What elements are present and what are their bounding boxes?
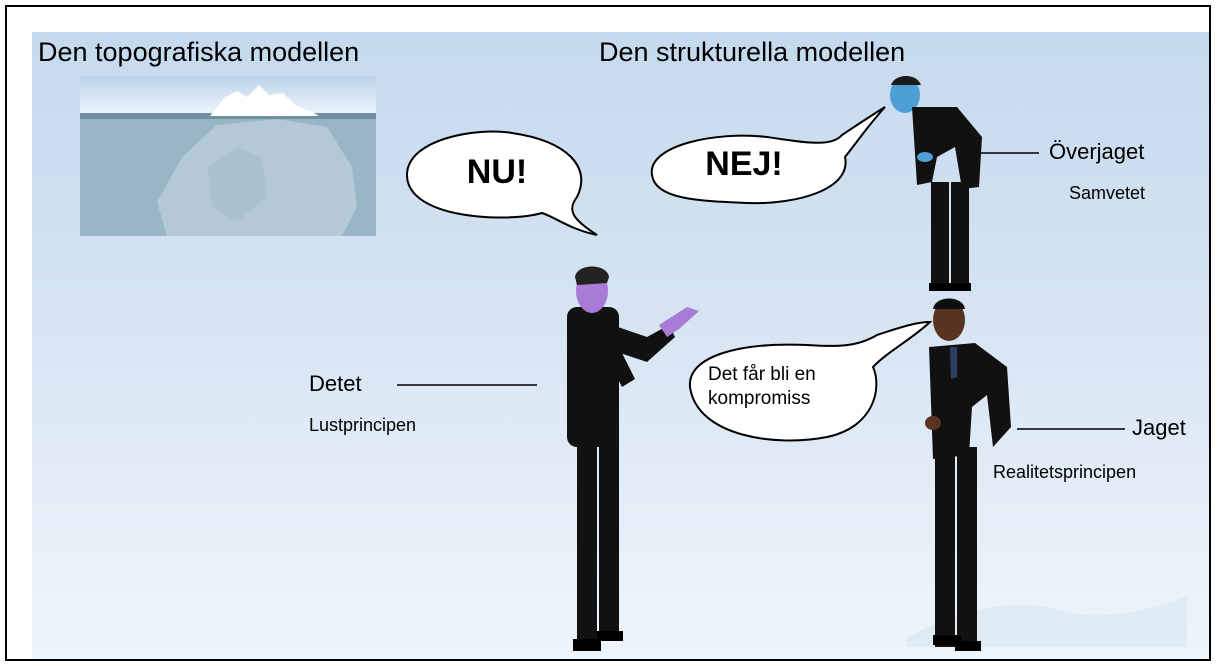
iceberg-image [80, 76, 376, 236]
speech-bubble-ego [688, 320, 933, 442]
superego-figure [890, 76, 982, 291]
id-speech-text: NU! [466, 153, 528, 191]
speech-bubble-id [405, 130, 598, 236]
superego-label: Överjaget [1049, 139, 1145, 164]
ego-label: Jaget [1132, 415, 1186, 440]
id-label: Detet [309, 371, 362, 396]
ego-figure [925, 298, 1011, 651]
speech-bubble-superego [650, 106, 886, 205]
illustration-layer [80, 76, 1187, 651]
ego-speech-line-1: Det får bli en [708, 364, 816, 385]
structural-model-title: Den strukturella modellen [599, 37, 906, 67]
ego-speech-line-2: kompromiss [708, 388, 811, 409]
id-figure [567, 266, 699, 651]
topographic-model-title: Den topografiska modellen [38, 37, 360, 67]
id-principle-label: Lustprincipen [309, 415, 417, 435]
superego-principle-label: Samvetet [1069, 183, 1146, 203]
ego-principle-label: Realitetsprincipen [993, 462, 1137, 482]
superego-speech-text: NEJ! [705, 145, 783, 183]
slide-frame: Den topografiska modellen Den strukturel… [5, 5, 1211, 661]
ego-speech-text: Det får bli en kompromiss [708, 363, 816, 411]
